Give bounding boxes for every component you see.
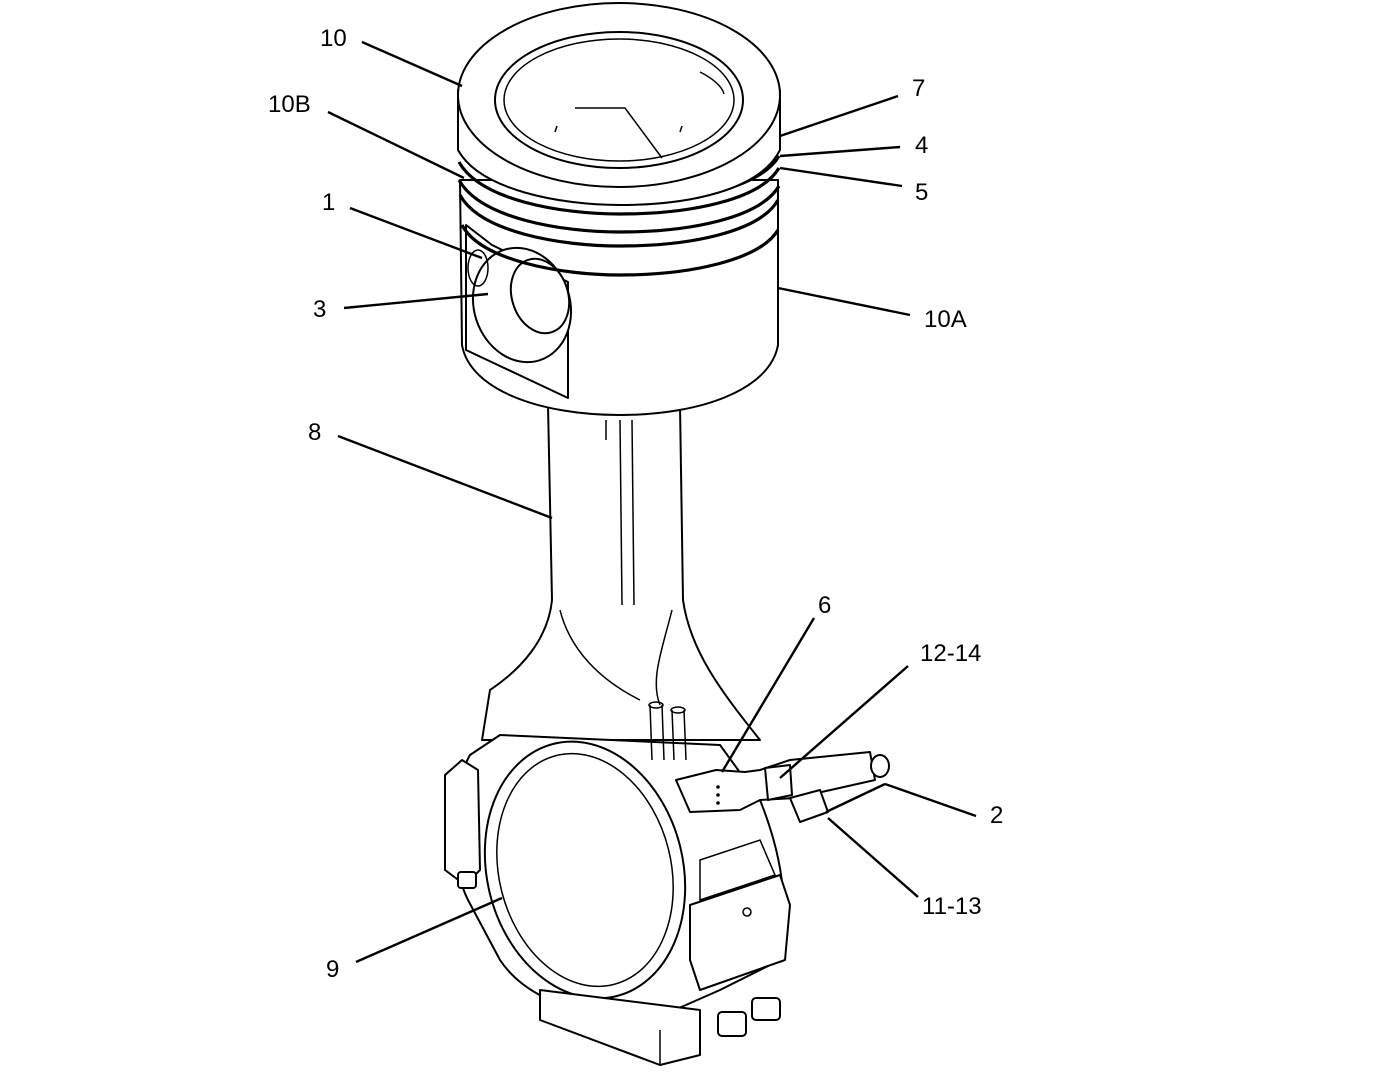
- leader-line-6: [720, 617, 816, 773]
- leader-line-12-14: [779, 665, 909, 779]
- callout-10A: 10A: [924, 306, 967, 333]
- callout-7: 7: [912, 75, 926, 102]
- leader-line-1: [349, 206, 483, 260]
- sensor-bolt-assembly: [675, 751, 890, 823]
- leader-line-10: [361, 40, 463, 88]
- connecting-rod: [444, 404, 791, 1066]
- leader-line-10B: [327, 110, 465, 180]
- callout-10: 10: [320, 25, 347, 52]
- callout-10B: 10B: [268, 91, 311, 118]
- callout-4: 4: [915, 132, 929, 159]
- callout-9: 9: [326, 956, 340, 983]
- callout-5: 5: [915, 179, 929, 206]
- piston: [457, 2, 781, 416]
- callout-8: 8: [308, 419, 322, 446]
- leader-line-4: [779, 145, 901, 158]
- leader-line-11-13: [827, 817, 919, 898]
- callout-2: 2: [990, 802, 1004, 829]
- leader-line-2: [884, 782, 977, 818]
- callout-11-13: 11-13: [922, 893, 982, 920]
- leader-line-2b: [825, 782, 886, 814]
- leader-line-7: [779, 94, 899, 138]
- leader-line-5: [779, 166, 903, 188]
- leader-line-8: [337, 434, 553, 520]
- callout-1: 1: [322, 189, 336, 216]
- leader-line-3: [343, 292, 489, 310]
- leader-line-10A: [777, 286, 911, 317]
- callout-12-14: 12-14: [920, 640, 982, 667]
- leader-line-9: [355, 896, 503, 964]
- leader-lines: [327, 40, 977, 964]
- callout-6: 6: [818, 592, 832, 619]
- callout-3: 3: [313, 296, 327, 323]
